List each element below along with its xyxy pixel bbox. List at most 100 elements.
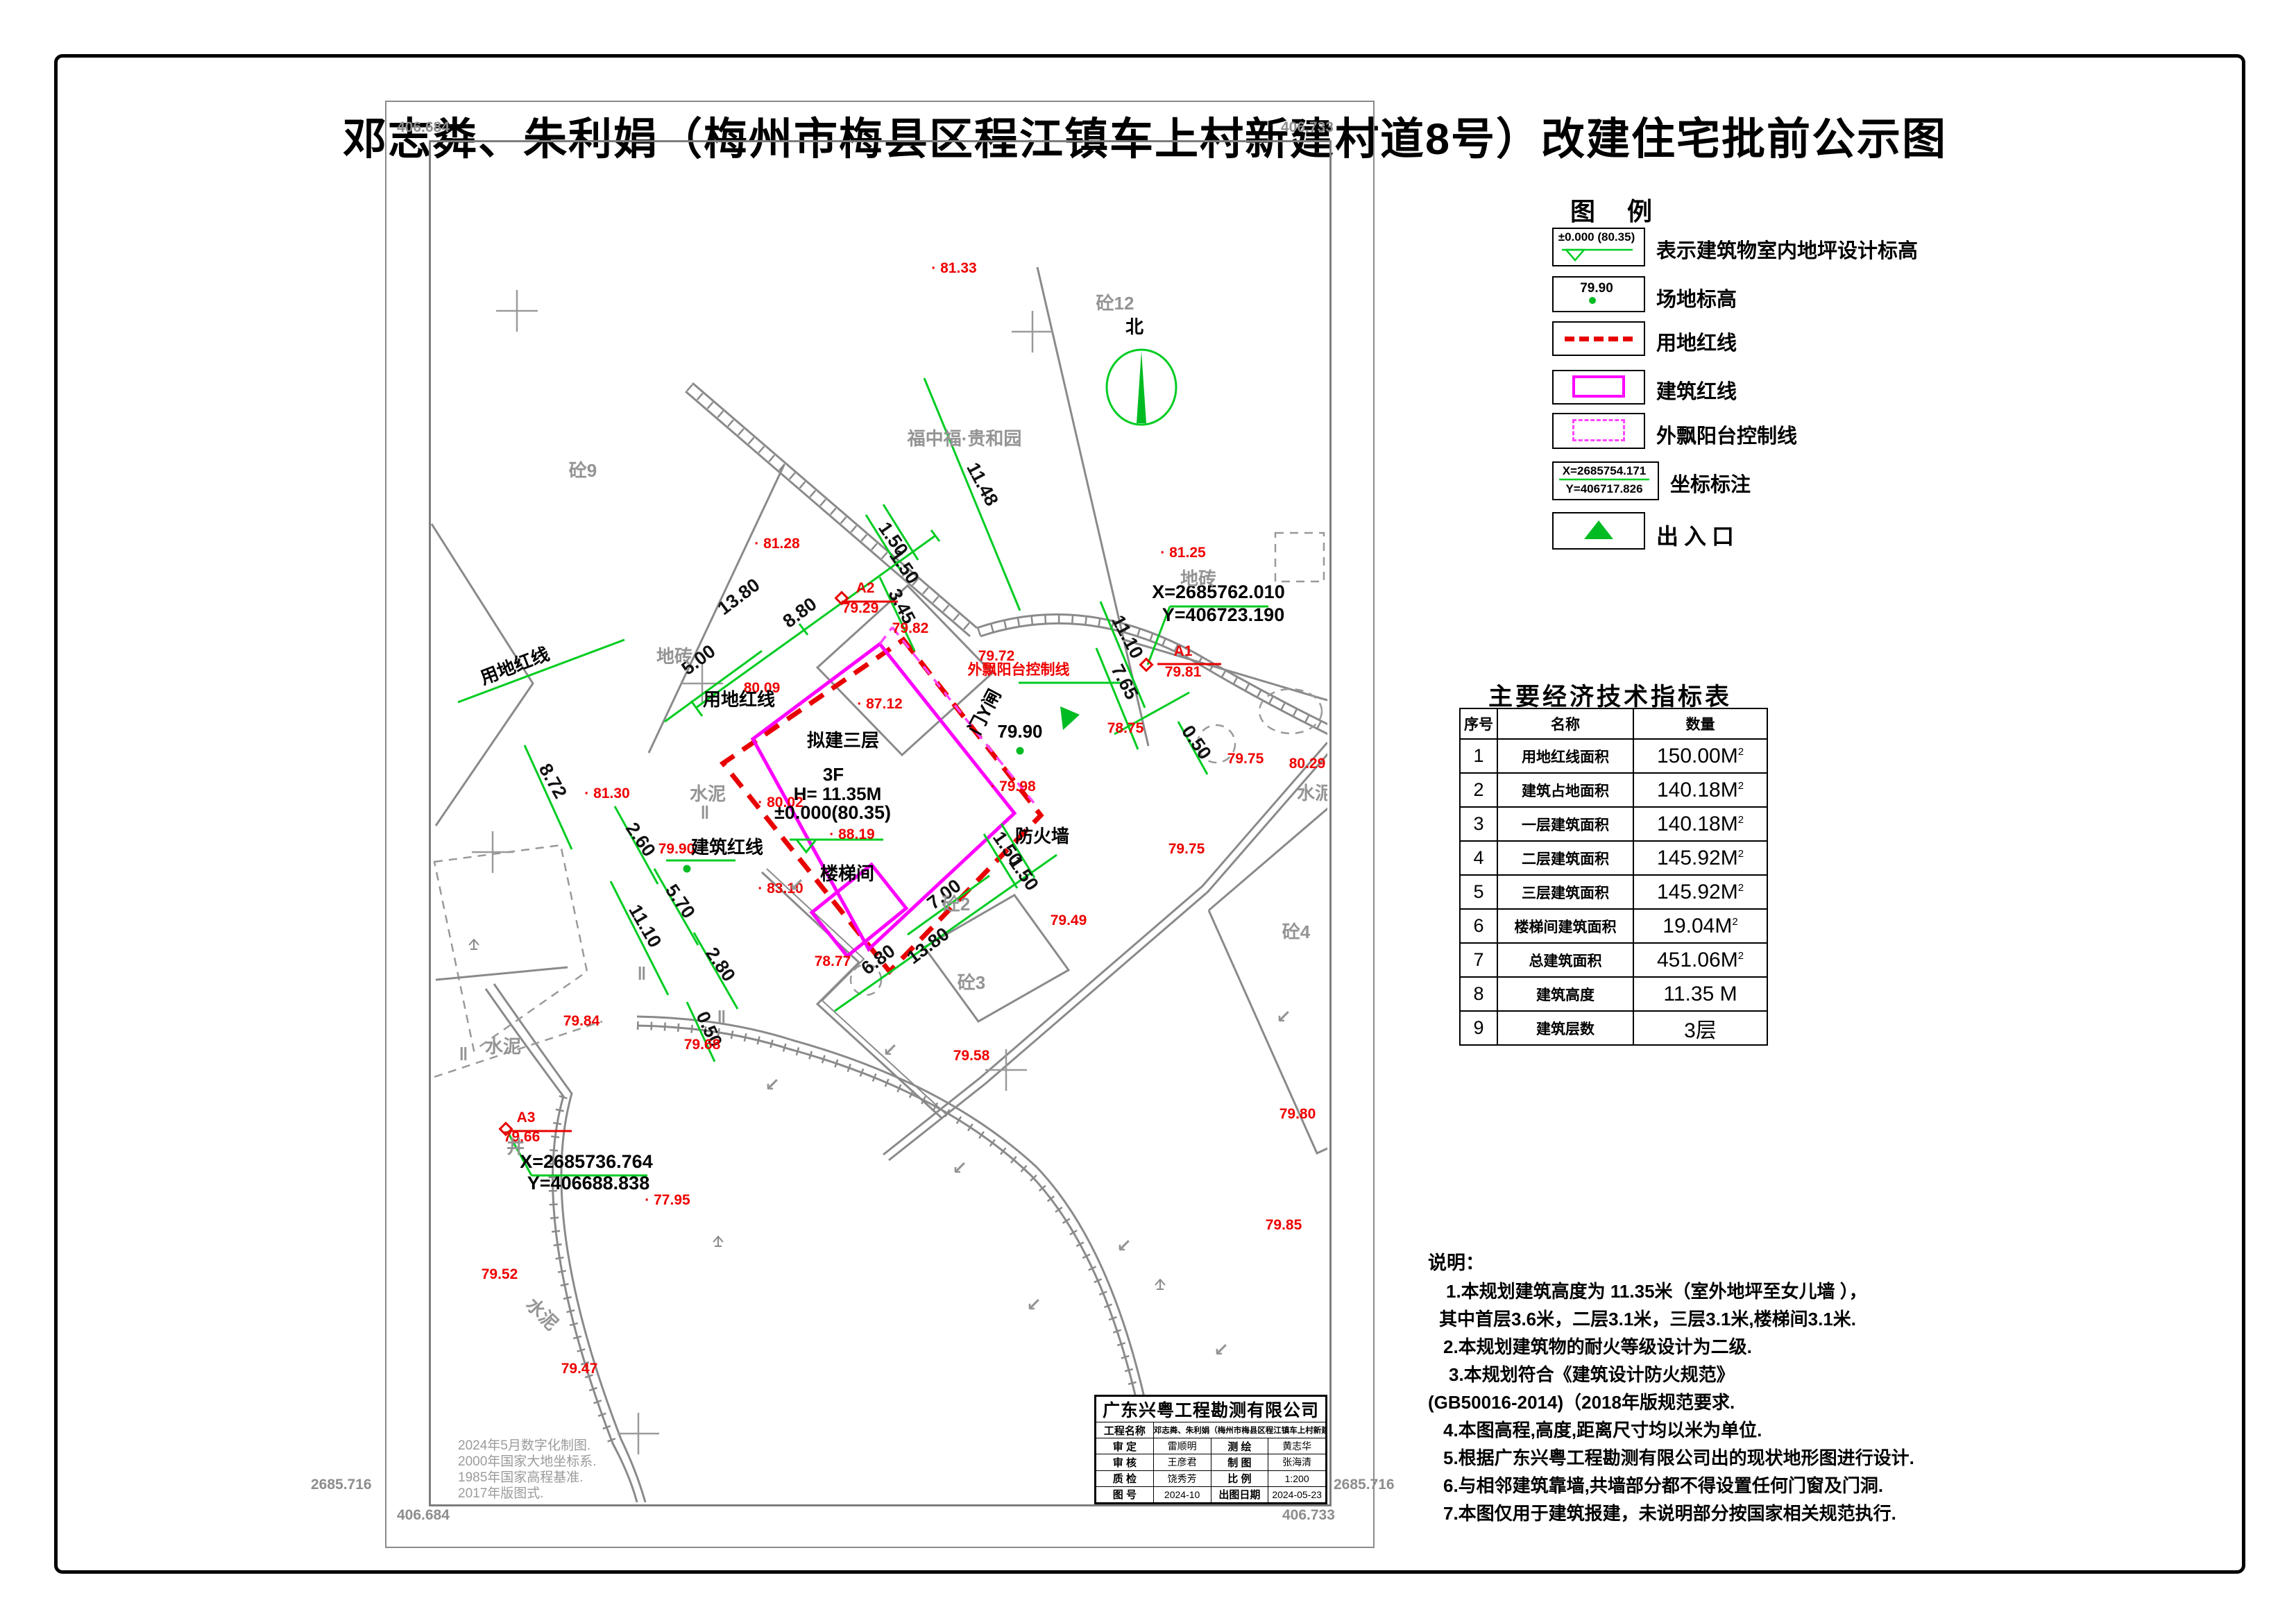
page-title: 邓志粦、朱利娟（梅州市梅县区程江镇车上村新建村道8号）改建住宅批前公示图: [342, 115, 1948, 164]
legend-floor-level-value: ±0.000 (80.35): [1558, 230, 1635, 244]
note-line: (GB50016-2014)（2018年版规范要求.: [1428, 1392, 1735, 1413]
plan-annotation: 79.72: [978, 648, 1015, 664]
plan-annotation: 79.47: [561, 1361, 598, 1377]
note-line: 其中首层3.6米，二层3.1米，三层3.1米,楼梯间3.1米.: [1439, 1309, 1857, 1329]
indicator-no: 2: [1459, 772, 1498, 808]
grid-label-northing-right: 2685.716: [1334, 1477, 1395, 1493]
title-block-label: 质 检: [1096, 1470, 1154, 1487]
road-arc-left: [484, 988, 638, 1502]
legend-title: 图例: [1570, 197, 1685, 226]
plan-annotation: 80.29: [1289, 756, 1326, 772]
legend-coordinate-x: X=2685754.171: [1563, 464, 1647, 477]
plan-annotation: A3: [517, 1110, 536, 1125]
building-4: [1207, 807, 1327, 1155]
plan-annotation: · 77.95: [645, 1192, 690, 1208]
grid-label-bottom-right: 406.733: [1282, 1507, 1335, 1523]
plan-annotation: X=2685762.010: [1152, 581, 1284, 602]
plan-annotation: 79.81: [1165, 664, 1202, 680]
survey-markers: [498, 590, 1221, 1137]
road-ne: [976, 613, 1327, 726]
parcel-west: [430, 523, 534, 826]
legend-label-site-elevation: 场地标高: [1656, 289, 1737, 311]
indicator-value: 140.18M2: [1633, 806, 1768, 842]
legend: 图例 ±0.000 (80.35) 表示建筑物室内地坪设计标高 79.90 场地…: [1552, 192, 2080, 580]
building-redline: [750, 641, 1017, 953]
plan-annotation: ‖: [459, 1044, 468, 1064]
grid-label-northing-left: 2685.716: [311, 1477, 372, 1493]
map-source-note: 2017年版图式.: [458, 1486, 544, 1501]
legend-symbol-entrance: [1552, 512, 1645, 550]
company-name: 广东兴粤工程勘测有限公司: [1096, 1396, 1326, 1422]
parcel-ne-boundary: [1123, 638, 1327, 702]
plan-annotation: 建筑红线: [691, 837, 763, 858]
grid-crosses: [472, 290, 1053, 1454]
map-source-note: 1985年国家高程基准.: [458, 1470, 584, 1485]
plan-annotation: · 79.98: [990, 779, 1036, 794]
title-block-label: 制 图: [1210, 1454, 1269, 1471]
plan-annotation: ‖: [717, 1007, 726, 1028]
plan-annotation: ↙: [1026, 1294, 1041, 1315]
title-block-value: 王彦君: [1153, 1454, 1211, 1471]
note-line: 1.本规划建筑高度为 11.35米（室外地坪至女儿墙 ），: [1446, 1281, 1867, 1302]
plan-annotation: ↙: [789, 874, 804, 895]
plan-geometry: 13.808.805.0011.481.501.503.4511.107.650…: [430, 260, 1327, 1502]
plan-annotation: X=2685736.764: [520, 1151, 652, 1172]
plan-annotation: 6.80: [858, 940, 899, 979]
plan-annotation: · 83.10: [758, 881, 803, 897]
plan-annotation: 水泥: [1297, 783, 1327, 804]
indicator-no: 9: [1459, 1010, 1498, 1046]
title-block-value: 雷顺明: [1153, 1438, 1211, 1455]
plan-annotation: 79.29: [842, 600, 879, 616]
plan-annotation: 用地红线: [703, 689, 775, 710]
indicator-value: 451.06M2: [1633, 942, 1768, 978]
legend-coordinate-y: Y=406717.826: [1565, 482, 1642, 495]
indicator-name: 二层建筑面积: [1497, 840, 1634, 876]
road-arc-right: [636, 1024, 1156, 1499]
indicator-value: 3层: [1633, 1010, 1768, 1046]
indicator-no: 5: [1459, 874, 1498, 910]
title-block-value: 张海清: [1268, 1454, 1326, 1471]
plan-annotation: · 81.28: [754, 536, 800, 552]
grid-label-top-left: 406.684: [397, 119, 450, 135]
note-line: 5.根据广东兴粤工程勘测有限公司出的现状地形图进行设计.: [1443, 1447, 1914, 1468]
existing-zigzag-edge: [766, 868, 948, 1116]
plan-annotation: 3F: [823, 764, 844, 785]
grid-label-top-right: 406.733: [1281, 119, 1334, 135]
map-source-notes: 2024年5月数字化制图.2000年国家大地坐标系.1985年国家高程基准.20…: [458, 1438, 597, 1502]
legend-symbol-floor-level: ±0.000 (80.35): [1552, 228, 1645, 266]
plan-annotation: 防火墙: [1015, 826, 1069, 847]
plan-annotation: ↙: [1214, 1339, 1229, 1360]
project-name-value: 邓志粦、朱利娟（梅州市梅县区程江镇车上村新建村道8号）现状地形图: [1153, 1421, 1327, 1439]
indicator-name: 建筑高度: [1497, 976, 1634, 1012]
north-arrow-icon: [1105, 348, 1177, 426]
indicator-no: 6: [1459, 908, 1498, 944]
indicator-name: 建筑占地面积: [1497, 772, 1634, 808]
parcel-dashed-ne: [1274, 532, 1325, 583]
plan-annotation: 79.75: [1227, 751, 1264, 767]
map-outer-frame: [385, 101, 1375, 1548]
indicator-no: 8: [1459, 976, 1498, 1012]
road-nw-edge: [685, 390, 971, 638]
indicator-value: 11.35 M: [1633, 976, 1768, 1012]
plan-annotation: Y=406723.190: [1162, 604, 1284, 625]
plan-annotation: 2.80: [701, 944, 740, 985]
indicators-header-name: 名称: [1497, 708, 1634, 740]
plan-annotation: · 87.12: [857, 696, 902, 712]
plan-annotation: 外飘阳台控制线: [968, 661, 1070, 678]
building-3: [922, 894, 1071, 1023]
plan-annotation: · 80.02: [758, 794, 803, 810]
tree-circle: [849, 963, 883, 996]
plan-annotation: 北: [1125, 316, 1143, 337]
plan-annotation: A2: [856, 580, 875, 596]
note-line: 2.本规划建筑物的耐火等级设计为二级.: [1443, 1336, 1752, 1357]
plan-annotation: 11.10: [624, 901, 665, 951]
plan-annotation: · 81.25: [1160, 545, 1206, 561]
